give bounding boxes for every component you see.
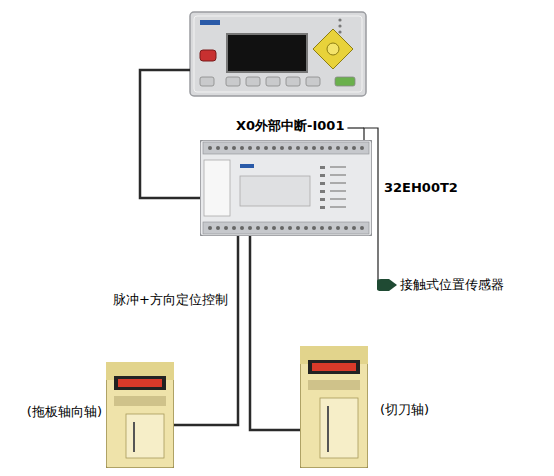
hmi-keypad-center <box>327 43 339 55</box>
hmi-bevel <box>194 16 362 92</box>
hmi-logo <box>200 20 220 25</box>
hmi-led <box>338 30 341 33</box>
hmi-screen <box>227 34 307 72</box>
sensor-name: 接触式位置传感器 <box>400 277 504 293</box>
hmi-keypad <box>313 29 353 69</box>
interrupt-heading: X0外部中断-I001 <box>236 118 344 134</box>
plc-unit: X0外部中断-I00132EH00T2 <box>200 140 372 236</box>
servo-drive: (拖板轴向轴) <box>106 362 174 468</box>
model-number: 32EH00T2 <box>384 180 458 196</box>
plc-unit-shape <box>200 140 372 236</box>
hmi-led <box>338 24 341 27</box>
hmi-red-key <box>200 50 216 61</box>
heading-leader <box>347 127 364 128</box>
axis-name: (切刀轴) <box>380 402 429 418</box>
servo-drive-shape <box>300 346 368 468</box>
pulse-cable <box>174 236 238 425</box>
sensor-label: 接触式位置传感器 <box>396 275 508 295</box>
edge-label: 脉冲+方向定位控制 <box>111 292 230 308</box>
servo-drive: (切刀轴) <box>300 346 368 468</box>
servo-drive-shape <box>106 362 174 468</box>
hmi-function-keys <box>200 77 355 86</box>
pulse-cable <box>250 236 300 430</box>
hmi-panel <box>190 12 366 96</box>
axis-name: (拖板轴向轴) <box>27 404 102 420</box>
hmi-led <box>338 18 341 21</box>
